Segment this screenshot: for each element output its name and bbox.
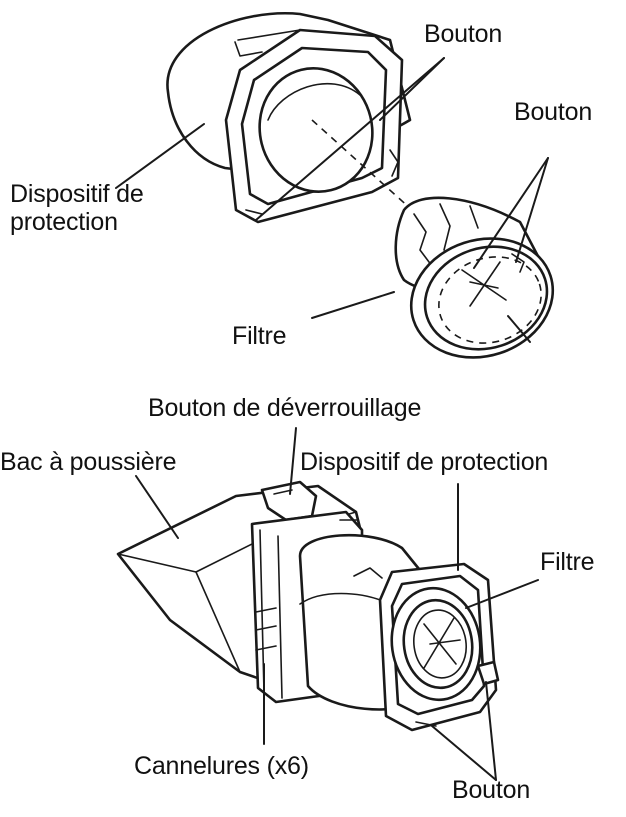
leader-bouton-1b: [255, 57, 445, 221]
top-filter: [394, 196, 555, 359]
leader-bac: [135, 475, 179, 539]
label-cannelures: Cannelures (x6): [134, 752, 309, 780]
label-bouton-top-2: Bouton: [514, 98, 593, 126]
label-filtre-top: Filtre: [232, 322, 287, 350]
leader-filtre: [311, 291, 395, 319]
leader-bouton-bottom-b: [431, 725, 497, 781]
leader-filtre-bottom: [465, 579, 539, 609]
leader-bouton-2a: [515, 157, 549, 263]
leader-dispositif: [115, 123, 205, 189]
label-bouton-top-1: Bouton: [424, 20, 503, 48]
label-dispositif-protection-bottom: Dispositif de protection: [300, 448, 549, 476]
top-protection-device: [166, 12, 413, 224]
bottom-leaders: [135, 427, 539, 781]
leader-deverrouillage: [289, 427, 297, 495]
leader-bouton-bottom-a: [485, 681, 497, 781]
leader-bouton-2b: [473, 157, 549, 269]
label-bouton-deverrouillage: Bouton de déverrouillage: [148, 394, 422, 422]
label-bac-a-poussiere: Bac à poussière: [0, 448, 177, 476]
bottom-protection-frame: [378, 562, 500, 732]
top-leaders: [115, 57, 549, 343]
leader-filtre-inner: [507, 315, 531, 343]
label-filtre-bottom: Filtre: [540, 548, 595, 576]
label-dispositif-protection-top: Dispositif de protection: [10, 180, 144, 236]
label-bouton-bottom: Bouton: [452, 776, 531, 804]
